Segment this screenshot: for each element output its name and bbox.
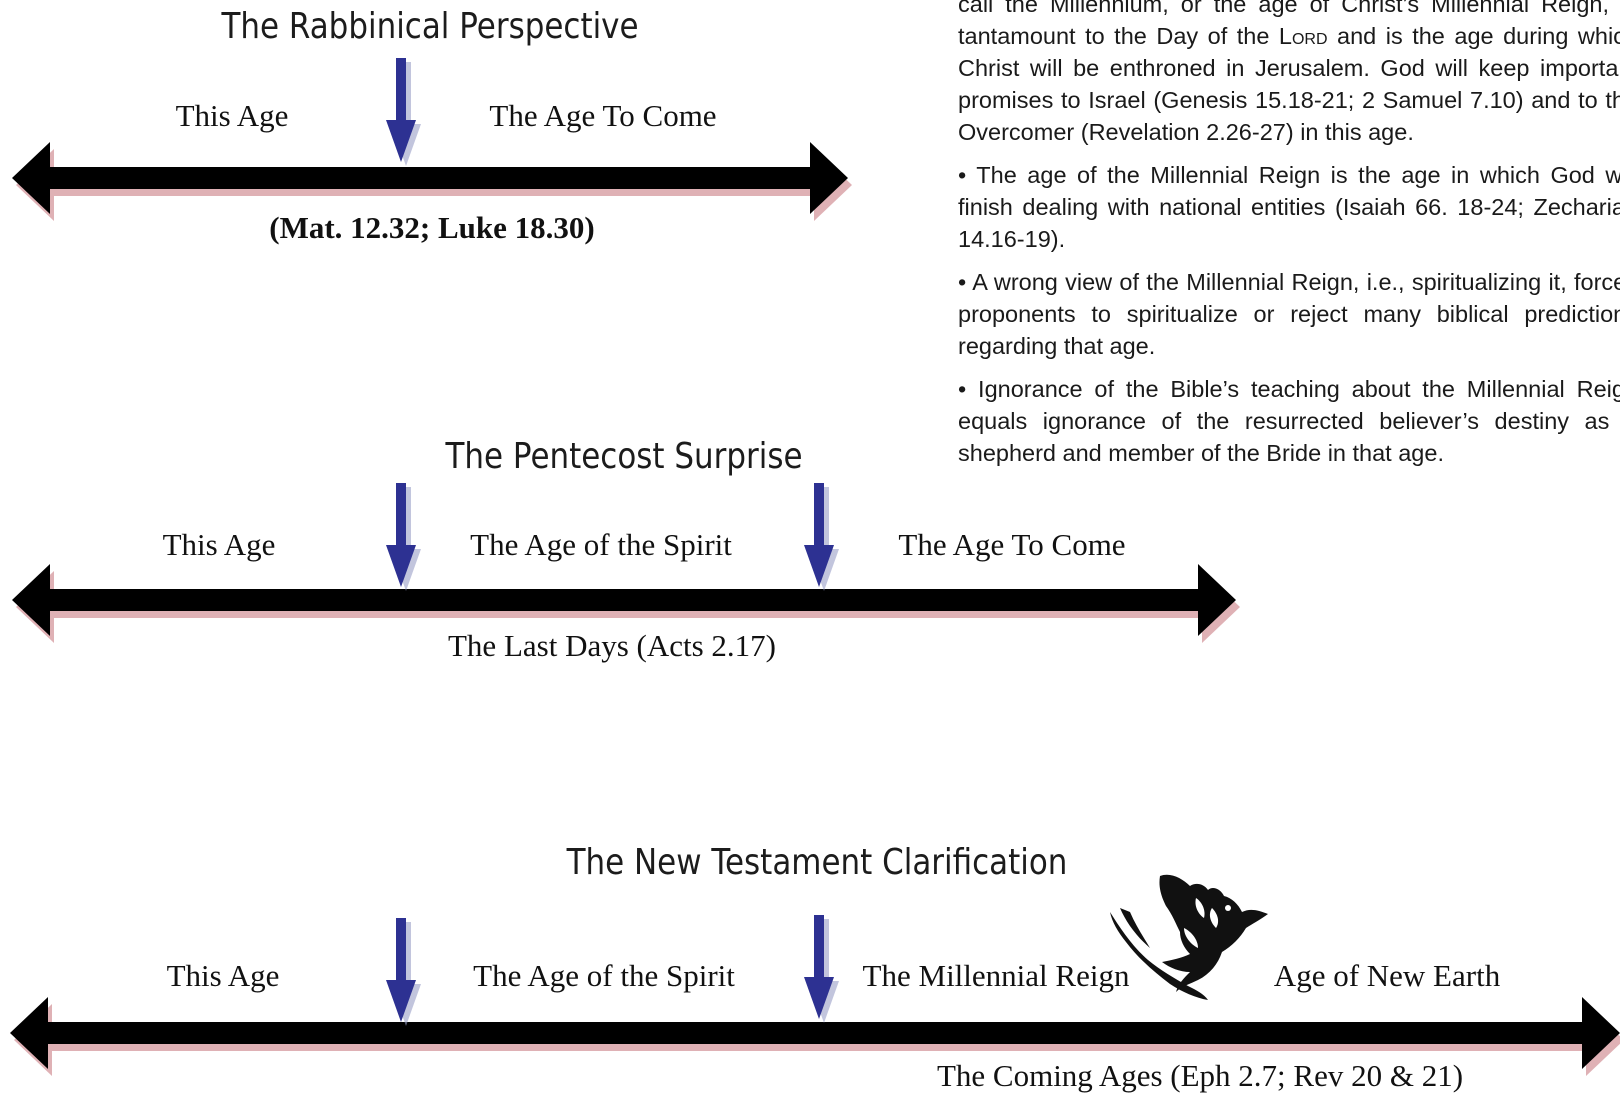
text-paragraph-1: call the Millennium, or the age of Chris…: [958, 0, 1620, 145]
divider-arrow: [386, 483, 421, 591]
text-paragraph-4: • Ignorance of the Bible’s teaching abou…: [958, 376, 1620, 466]
age-label-age-of-new-earth: Age of New Earth: [1273, 958, 1501, 993]
age-label-age-of-spirit: The Age of the Spirit: [473, 958, 735, 993]
text-paragraph-2: • The age of the Millennial Reign is the…: [958, 162, 1620, 252]
timeline-double-arrow: [12, 564, 1236, 636]
scripture-reference: The Last Days (Acts 2.17): [448, 628, 776, 663]
diagram-title: The New Testament Clarification: [566, 842, 1068, 883]
diagram-title: The Rabbinical Perspective: [221, 6, 639, 47]
age-label-this-age: This Age: [162, 527, 276, 562]
timeline-double-arrow: [12, 142, 848, 214]
scripture-reference: The Coming Ages (Eph 2.7; Rev 20 & 21): [936, 1058, 1464, 1093]
text-paragraph-3: • A wrong view of the Millennial Reign, …: [958, 269, 1620, 359]
age-label-age-to-come: The Age To Come: [489, 98, 717, 133]
age-label-age-of-spirit: The Age of the Spirit: [470, 527, 732, 562]
timeline-1: [12, 142, 852, 221]
age-label-this-age: This Age: [166, 958, 280, 993]
timeline-3: [10, 997, 1620, 1076]
age-label-this-age: This Age: [175, 98, 289, 133]
timeline-double-arrow: [10, 997, 1620, 1069]
diagram-title: The Pentecost Surprise: [445, 436, 803, 477]
age-label-age-to-come: The Age To Come: [898, 527, 1126, 562]
divider-arrow: [386, 58, 421, 166]
text-panel: call the Millennium, or the age of Chris…: [958, 0, 1620, 478]
divider-arrow: [804, 915, 839, 1023]
dove-icon: [1110, 874, 1268, 1000]
timeline-2: [12, 564, 1240, 643]
scripture-reference: (Mat. 12.32; Luke 18.30): [269, 210, 595, 245]
divider-arrow: [386, 918, 421, 1026]
divider-arrow: [804, 483, 839, 591]
age-label-millennial-reign: The Millennial Reign: [862, 958, 1130, 993]
